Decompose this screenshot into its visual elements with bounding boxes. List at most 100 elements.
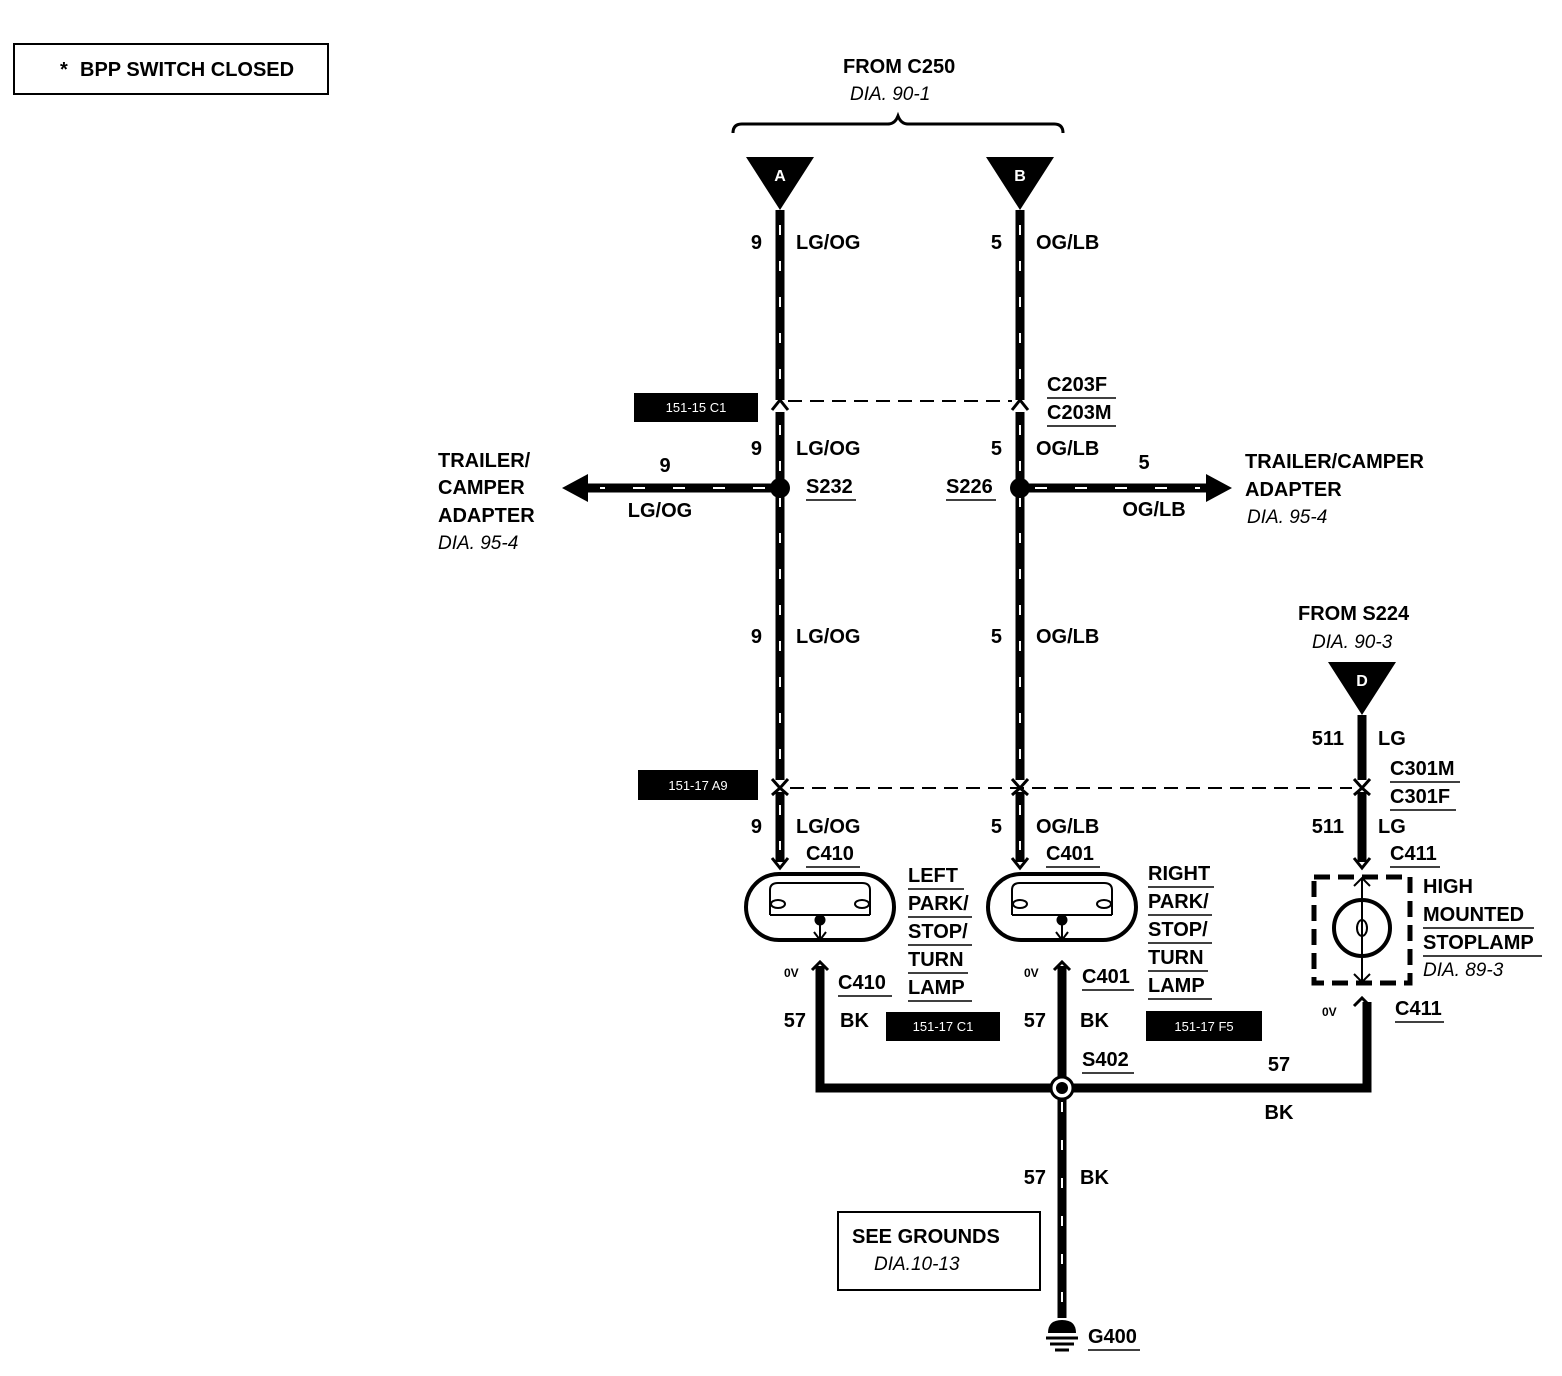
svg-text:PARK/: PARK/: [908, 893, 969, 915]
svg-text:TURN: TURN: [1148, 947, 1204, 969]
wire-a-mid-circuit: 9: [751, 438, 762, 460]
wire-b-mid-circuit: 5: [991, 438, 1002, 460]
s226-label: S226: [946, 476, 993, 498]
ground-symbol-icon: [1046, 1320, 1078, 1352]
from-s224-dia: DIA. 90-3: [1312, 632, 1393, 653]
high-mounted-stoplamp-symbol: [1311, 874, 1413, 986]
wire-b-top-circuit: 5: [991, 232, 1002, 254]
gnd-mid-color: BK: [1080, 1010, 1109, 1032]
connector-b: B: [986, 157, 1054, 210]
svg-text:STOPLAMP: STOPLAMP: [1423, 932, 1534, 954]
connector-d: D: [1328, 662, 1396, 715]
splice-s402-dot: [1056, 1082, 1068, 1094]
gnd-mid-circuit: 57: [1024, 1010, 1046, 1032]
c411-bottom-label: C411: [1395, 998, 1442, 1020]
wire-b-top-color: OG/LB: [1036, 232, 1099, 254]
svg-text:STOP/: STOP/: [908, 921, 968, 943]
from-c250-dia: DIA. 90-1: [850, 84, 930, 105]
right-adapter-line1: TRAILER/CAMPER: [1245, 451, 1424, 473]
ref-box-2-text: 151-17 A9: [668, 778, 727, 793]
left-adapter-line1: TRAILER/: [438, 450, 531, 472]
see-grounds-label: SEE GROUNDS: [852, 1226, 1000, 1248]
gnd-main-circuit: 57: [1024, 1167, 1046, 1189]
gnd-left-circuit: 57: [784, 1010, 806, 1032]
wire-b-low-color: OG/LB: [1036, 626, 1099, 648]
left-lamp-label: LEFT PARK/ STOP/ TURN LAMP: [908, 865, 972, 1002]
c411-top-label: C411: [1390, 843, 1437, 865]
gnd-right-color: BK: [1265, 1102, 1294, 1124]
branch-right-arrow: [1206, 474, 1232, 502]
right-lamp-symbol: [986, 872, 1138, 942]
c410-top-label: C410: [806, 843, 854, 865]
c401-top-label: C401: [1046, 843, 1094, 865]
left-lamp-symbol: [744, 872, 896, 942]
ref-box-4: [1146, 1011, 1262, 1041]
wire-a-mid-color: LG/OG: [796, 438, 860, 460]
svg-text:D: D: [1356, 673, 1368, 690]
ground-wire-left: [815, 966, 1062, 1093]
left-adapter-line3: ADAPTER: [438, 505, 535, 527]
svg-text:STOP/: STOP/: [1148, 919, 1208, 941]
svg-text:B: B: [1014, 168, 1026, 185]
s232-label: S232: [806, 476, 853, 498]
svg-text:PARK/: PARK/: [1148, 891, 1209, 913]
wire-a-low-color: LG/OG: [796, 626, 860, 648]
svg-text:RIGHT: RIGHT: [1148, 863, 1210, 885]
wire-d-lamp-color: LG: [1378, 816, 1406, 838]
ref-box-4-text: 151-17 F5: [1174, 1019, 1233, 1034]
see-grounds-box: [837, 1211, 1041, 1291]
ref-box-3-text: 151-17 C1: [913, 1019, 974, 1034]
branch-right-color: OG/LB: [1122, 499, 1185, 521]
note-asterisk: *: [60, 59, 68, 81]
ref-box-3: [886, 1012, 1000, 1041]
c410-bottom-label: C410: [838, 972, 886, 994]
c203m-label: C203M: [1047, 402, 1111, 424]
branch-right-circuit: 5: [1138, 452, 1149, 474]
gnd-right-circuit: 57: [1268, 1054, 1290, 1076]
svg-text:LEFT: LEFT: [908, 865, 958, 887]
wire-a-top-color: LG/OG: [796, 232, 860, 254]
wire-b-mid-color: OG/LB: [1036, 438, 1099, 460]
ref-box-1-text: 151-15 C1: [666, 400, 727, 415]
wire-d-lamp-circuit: 511: [1312, 816, 1344, 838]
connector-c203-pins: [770, 397, 1030, 411]
right-lamp-label: RIGHT PARK/ STOP/ TURN LAMP: [1148, 863, 1214, 1000]
wire-d-top-color: LG: [1378, 728, 1406, 750]
note-text: BPP SWITCH CLOSED: [80, 59, 294, 81]
wire-a-lamp-circuit: 9: [751, 816, 762, 838]
right-adapter-line2: ADAPTER: [1245, 479, 1342, 501]
volt-left: 0V: [784, 966, 799, 980]
svg-text:MOUNTED: MOUNTED: [1423, 904, 1524, 926]
branch-left-circuit: 9: [659, 455, 670, 477]
branch-left-arrow: [562, 474, 588, 502]
connector-a: A: [746, 157, 814, 210]
wire-a-low-circuit: 9: [751, 626, 762, 648]
right-adapter-dia: DIA. 95-4: [1247, 507, 1327, 528]
source-bracket: [731, 111, 1065, 134]
svg-text:DIA. 89-3: DIA. 89-3: [1423, 960, 1504, 981]
c203f-label: C203F: [1047, 374, 1107, 396]
wire-a-lamp-color: LG/OG: [796, 816, 860, 838]
left-adapter-dia: DIA. 95-4: [438, 533, 518, 554]
volt-right: 0V: [1322, 1005, 1337, 1019]
wire-a-top-circuit: 9: [751, 232, 762, 254]
from-c250-label: FROM C250: [843, 56, 955, 78]
volt-mid: 0V: [1024, 966, 1039, 980]
ref-box-1: [634, 393, 758, 422]
wire-d-top-circuit: 511: [1312, 728, 1344, 750]
gnd-main-color: BK: [1080, 1167, 1109, 1189]
svg-text:A: A: [774, 168, 786, 185]
left-adapter-line2: CAMPER: [438, 477, 525, 499]
wire-b-lamp-color: OG/LB: [1036, 816, 1099, 838]
g400-label: G400: [1088, 1326, 1137, 1348]
note-box: [13, 43, 329, 95]
svg-text:LAMP: LAMP: [1148, 975, 1205, 997]
ref-box-2: [638, 770, 758, 800]
c301m-label: C301M: [1390, 758, 1454, 780]
wire-b-lamp-circuit: 5: [991, 816, 1002, 838]
wire-b-low-circuit: 5: [991, 626, 1002, 648]
high-lamp-label: HIGH MOUNTED STOPLAMP DIA. 89-3: [1423, 876, 1542, 981]
s402-label: S402: [1082, 1049, 1129, 1071]
from-s224-label: FROM S224: [1298, 603, 1410, 625]
